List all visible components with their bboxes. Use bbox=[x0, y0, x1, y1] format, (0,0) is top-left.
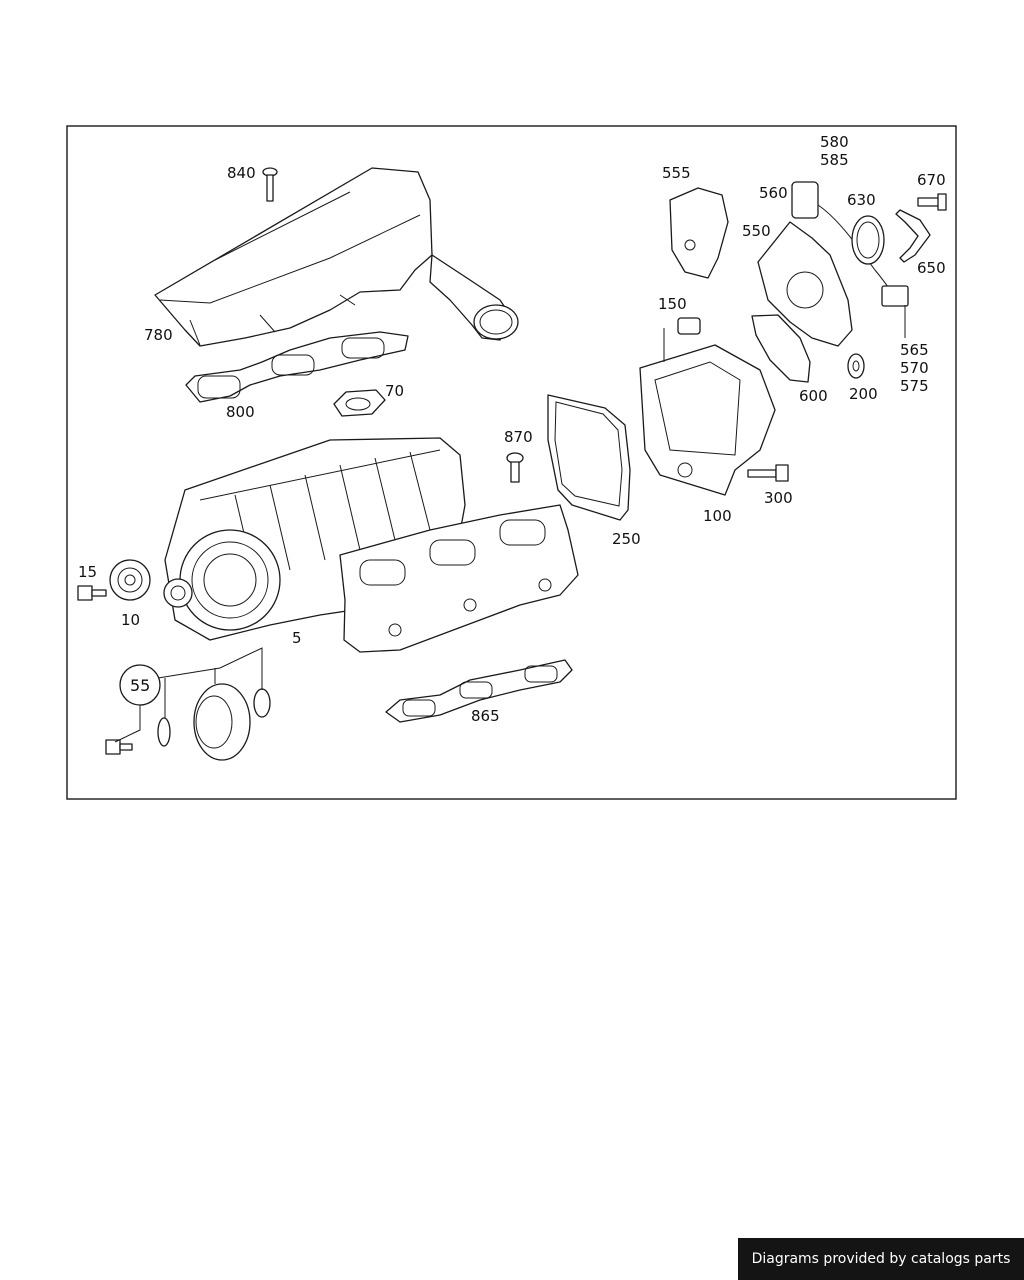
part-650-bracket[interactable] bbox=[895, 209, 931, 263]
label-555: 555 bbox=[662, 164, 691, 182]
part-865-gasket[interactable] bbox=[385, 659, 573, 723]
part-630-ring[interactable] bbox=[851, 215, 885, 265]
part-560-connector[interactable] bbox=[791, 181, 819, 219]
diagram-frame bbox=[66, 125, 957, 800]
part-200-ring[interactable] bbox=[847, 353, 865, 379]
label-650: 650 bbox=[917, 259, 946, 277]
label-100: 100 bbox=[703, 507, 732, 525]
part-870-bolt[interactable] bbox=[506, 452, 524, 483]
part-70-gasket[interactable] bbox=[333, 389, 386, 417]
label-865: 865 bbox=[471, 707, 500, 725]
label-10: 10 bbox=[121, 611, 140, 629]
part-780-intake-cover[interactable] bbox=[154, 167, 519, 347]
label-5: 5 bbox=[292, 629, 302, 647]
label-630: 630 bbox=[847, 191, 876, 209]
part-intake-manifold[interactable] bbox=[339, 504, 579, 653]
label-575: 575 bbox=[900, 377, 929, 395]
leader-lines bbox=[114, 305, 906, 743]
label-200: 200 bbox=[849, 385, 878, 403]
label-55: 55 bbox=[130, 676, 150, 695]
label-840: 840 bbox=[227, 164, 256, 182]
part-840-bolt[interactable] bbox=[262, 167, 278, 202]
label-560: 560 bbox=[759, 184, 788, 202]
label-570: 570 bbox=[900, 359, 929, 377]
label-800: 800 bbox=[226, 403, 255, 421]
part-250-gasket[interactable] bbox=[547, 394, 631, 521]
label-670: 670 bbox=[917, 171, 946, 189]
part-100-housing[interactable] bbox=[639, 344, 776, 496]
label-15: 15 bbox=[78, 563, 97, 581]
label-580: 580 bbox=[820, 133, 849, 151]
footer-credit: Diagrams provided by catalogs parts bbox=[738, 1238, 1024, 1280]
label-550: 550 bbox=[742, 222, 771, 240]
part-600-gasket[interactable] bbox=[751, 314, 811, 383]
label-870: 870 bbox=[504, 428, 533, 446]
part-550-actuator[interactable] bbox=[757, 221, 853, 347]
label-70: 70 bbox=[385, 382, 404, 400]
label-150: 150 bbox=[658, 295, 687, 313]
part-150-plug[interactable] bbox=[677, 317, 701, 335]
label-300: 300 bbox=[764, 489, 793, 507]
part-10-pulley[interactable] bbox=[109, 559, 151, 601]
part-wiring-harness[interactable] bbox=[817, 204, 909, 307]
part-800-gasket[interactable] bbox=[185, 331, 409, 403]
label-565: 565 bbox=[900, 341, 929, 359]
part-15-bolt[interactable] bbox=[77, 585, 107, 601]
part-300-bolt[interactable] bbox=[747, 464, 789, 482]
label-585: 585 bbox=[820, 151, 849, 169]
label-780: 780 bbox=[144, 326, 173, 344]
part-670-bolt[interactable] bbox=[917, 193, 947, 211]
part-555-cover[interactable] bbox=[669, 187, 729, 279]
label-250: 250 bbox=[612, 530, 641, 548]
label-600: 600 bbox=[799, 387, 828, 405]
